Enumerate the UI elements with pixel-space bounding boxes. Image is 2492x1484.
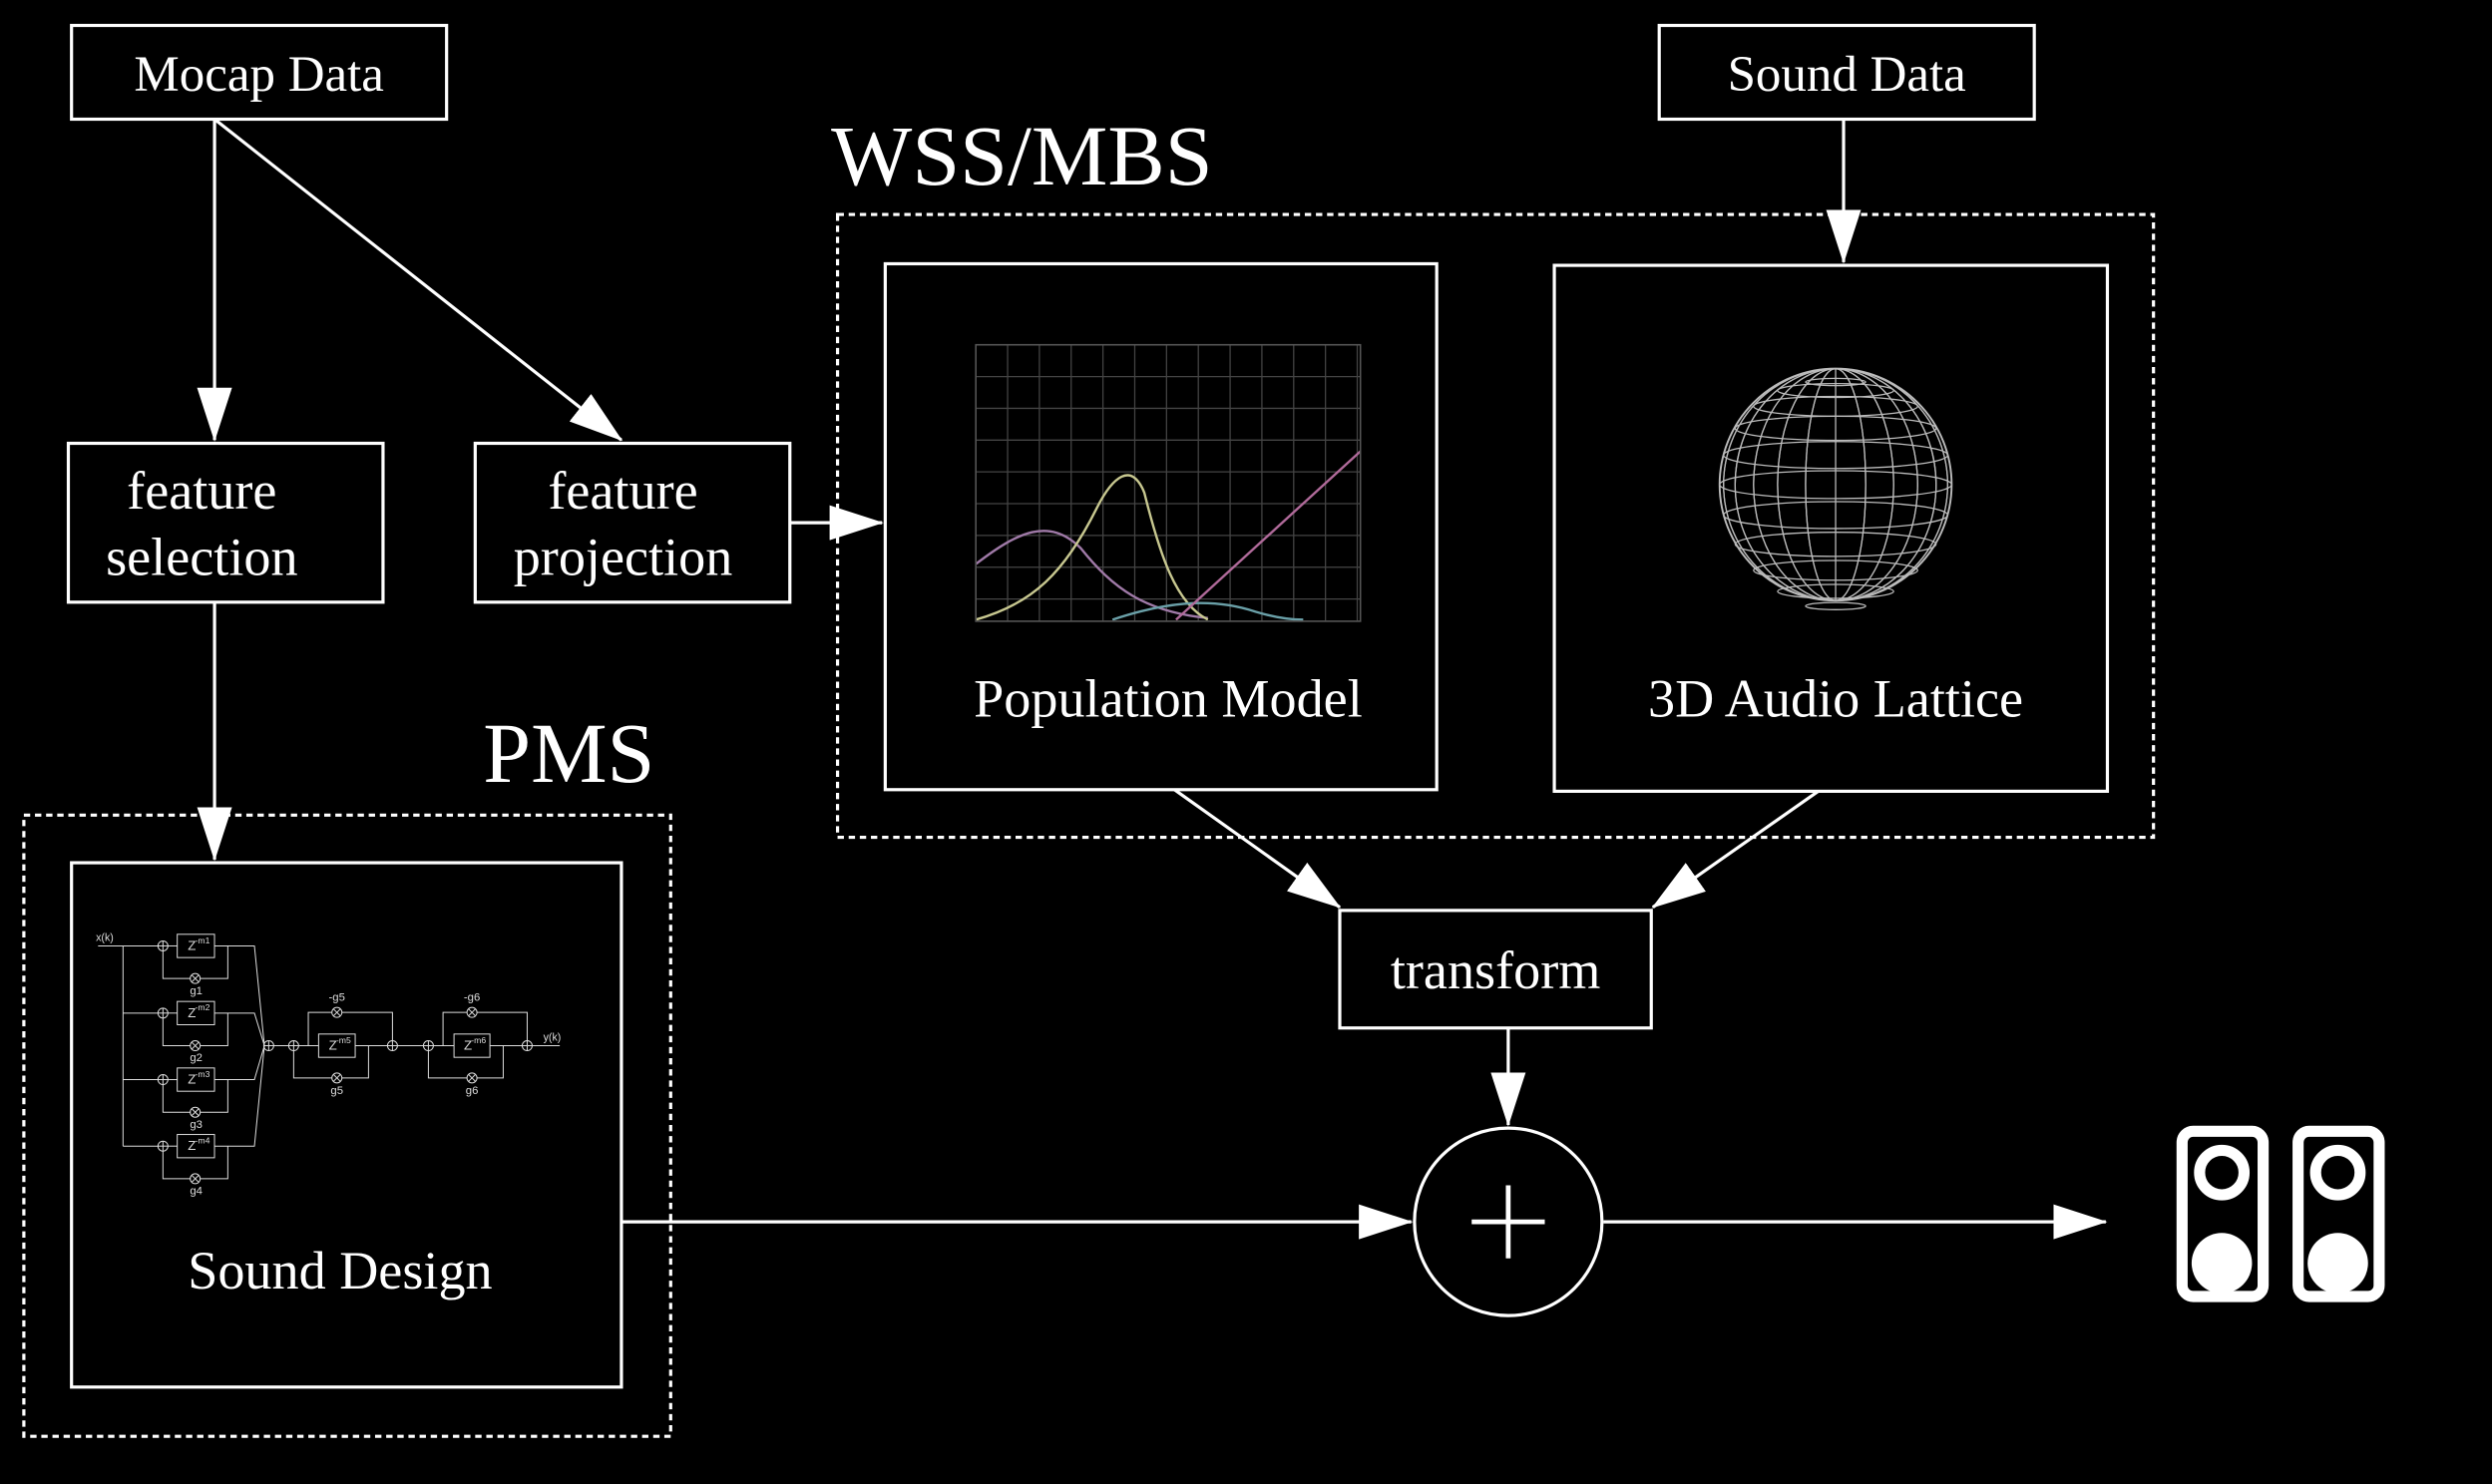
delay-exponent: -m1 — [196, 935, 210, 945]
delay-exponent: -m6 — [471, 1035, 486, 1045]
delay-label: Z — [188, 937, 196, 952]
delay-exponent: -m3 — [196, 1069, 210, 1079]
latitude-line — [1723, 501, 1949, 530]
feature-selection-label-2: selection — [106, 528, 297, 587]
latitude-line — [1753, 559, 1918, 581]
comb-gain-label: g4 — [190, 1186, 203, 1198]
multiplier-node — [191, 1108, 200, 1116]
signal-line — [200, 1012, 228, 1047]
feature-projection-label-2: projection — [514, 528, 733, 587]
speakers-icon — [2176, 1125, 2385, 1302]
wss-mbs-title: WSS/MBS — [831, 108, 1212, 203]
latitude-line — [1777, 583, 1894, 599]
allpass-neg-gain-label: -g6 — [464, 991, 480, 1003]
curve-line — [1175, 450, 1362, 621]
signal-line — [200, 945, 228, 979]
allpass-gain-label: g6 — [466, 1085, 479, 1097]
signal-line — [307, 1011, 332, 1046]
signal-line — [442, 1011, 468, 1046]
wss-mbs-group — [835, 212, 2156, 840]
signal-line — [200, 1146, 228, 1180]
transform-label: transform — [1391, 940, 1601, 1000]
comb-gain-label: g2 — [190, 1052, 203, 1064]
population-model-box — [883, 261, 1439, 792]
multiplier-node — [333, 1074, 341, 1082]
delay-label: Z — [464, 1038, 472, 1053]
input-label: x(k) — [96, 931, 114, 943]
population-model-label: Population Model — [974, 669, 1363, 729]
signal-line — [341, 1011, 393, 1041]
plus-icon — [1471, 1185, 1545, 1259]
reverb-schematic: x(k)Z-m1g1Z-m2g2Z-m3g3Z-m4g4Z-m5-g5g5Z-m… — [96, 931, 561, 1197]
signal-line — [214, 1045, 265, 1081]
sound-data-label: Sound Data — [1728, 47, 1966, 103]
comb-gain-label: g3 — [190, 1119, 203, 1131]
signal-line — [477, 1011, 528, 1041]
allpass-gain-label: g5 — [330, 1085, 343, 1097]
multiplier-node — [468, 1008, 476, 1016]
signal-line — [214, 1012, 265, 1046]
output-label: y(k) — [544, 1032, 562, 1044]
multiplier-node — [191, 1175, 200, 1183]
signal-line — [200, 1079, 228, 1113]
delay-label: Z — [188, 1005, 196, 1020]
delay-label: Z — [188, 1072, 196, 1087]
speaker-right-icon — [2292, 1125, 2385, 1302]
multiplier-node — [331, 1006, 343, 1018]
signal-line — [477, 1045, 504, 1079]
multiplier-node — [191, 1041, 200, 1050]
signal-line — [214, 944, 265, 1046]
signal-line — [427, 1050, 468, 1079]
feature-projection-label-1: feature — [548, 461, 697, 521]
mocap-data-label: Mocap Data — [134, 47, 384, 103]
signal-line — [292, 1050, 332, 1079]
allpass-neg-gain-label: -g5 — [329, 991, 345, 1003]
delay-label: Z — [329, 1038, 337, 1053]
delay-exponent: -m5 — [336, 1035, 351, 1045]
sound-design-label: Sound Design — [188, 1241, 492, 1300]
lattice-sphere — [1718, 367, 1953, 610]
pms-title: PMS — [483, 705, 654, 801]
mocap-data-box — [70, 23, 449, 122]
transform-box — [1338, 909, 1653, 1030]
signal-line — [162, 1017, 191, 1047]
sound-design-box — [70, 861, 623, 1389]
multiplier-node — [191, 974, 200, 982]
signal-line — [162, 1084, 191, 1113]
delay-exponent: -m2 — [196, 1002, 210, 1012]
sound-data-box — [1657, 23, 2036, 122]
latitude-line — [1723, 441, 1949, 470]
latitude-line — [1734, 415, 1937, 442]
delay-exponent: -m4 — [196, 1136, 210, 1146]
delay-label: Z — [188, 1138, 196, 1153]
latitude-line — [1719, 470, 1952, 500]
signal-line — [214, 1045, 265, 1147]
sum-node — [1413, 1126, 1604, 1317]
latitude-line — [1734, 532, 1937, 557]
audio-lattice-label: 3D Audio Lattice — [1648, 669, 2023, 729]
curve-cyan — [1111, 601, 1304, 621]
curve-yellow — [975, 474, 1209, 621]
latitude-line — [1805, 601, 1867, 610]
multiplier-node — [468, 1074, 476, 1082]
audio-lattice-box — [1552, 263, 2110, 793]
feature-selection-box — [66, 441, 385, 604]
speaker-left-icon — [2176, 1125, 2270, 1302]
pms-group — [22, 813, 672, 1438]
feature-selection-label-1: feature — [127, 461, 276, 521]
multiplier-node — [333, 1008, 341, 1016]
population-model-plot — [975, 343, 1362, 622]
signal-line — [162, 1151, 191, 1180]
meridian-line — [1723, 367, 1949, 601]
signal-line — [341, 1045, 369, 1079]
arrows — [197, 118, 2108, 1240]
latitude-line — [1777, 382, 1894, 399]
signal-line — [162, 950, 191, 979]
comb-gain-label: g1 — [190, 985, 203, 997]
latitude-line — [1805, 377, 1867, 387]
